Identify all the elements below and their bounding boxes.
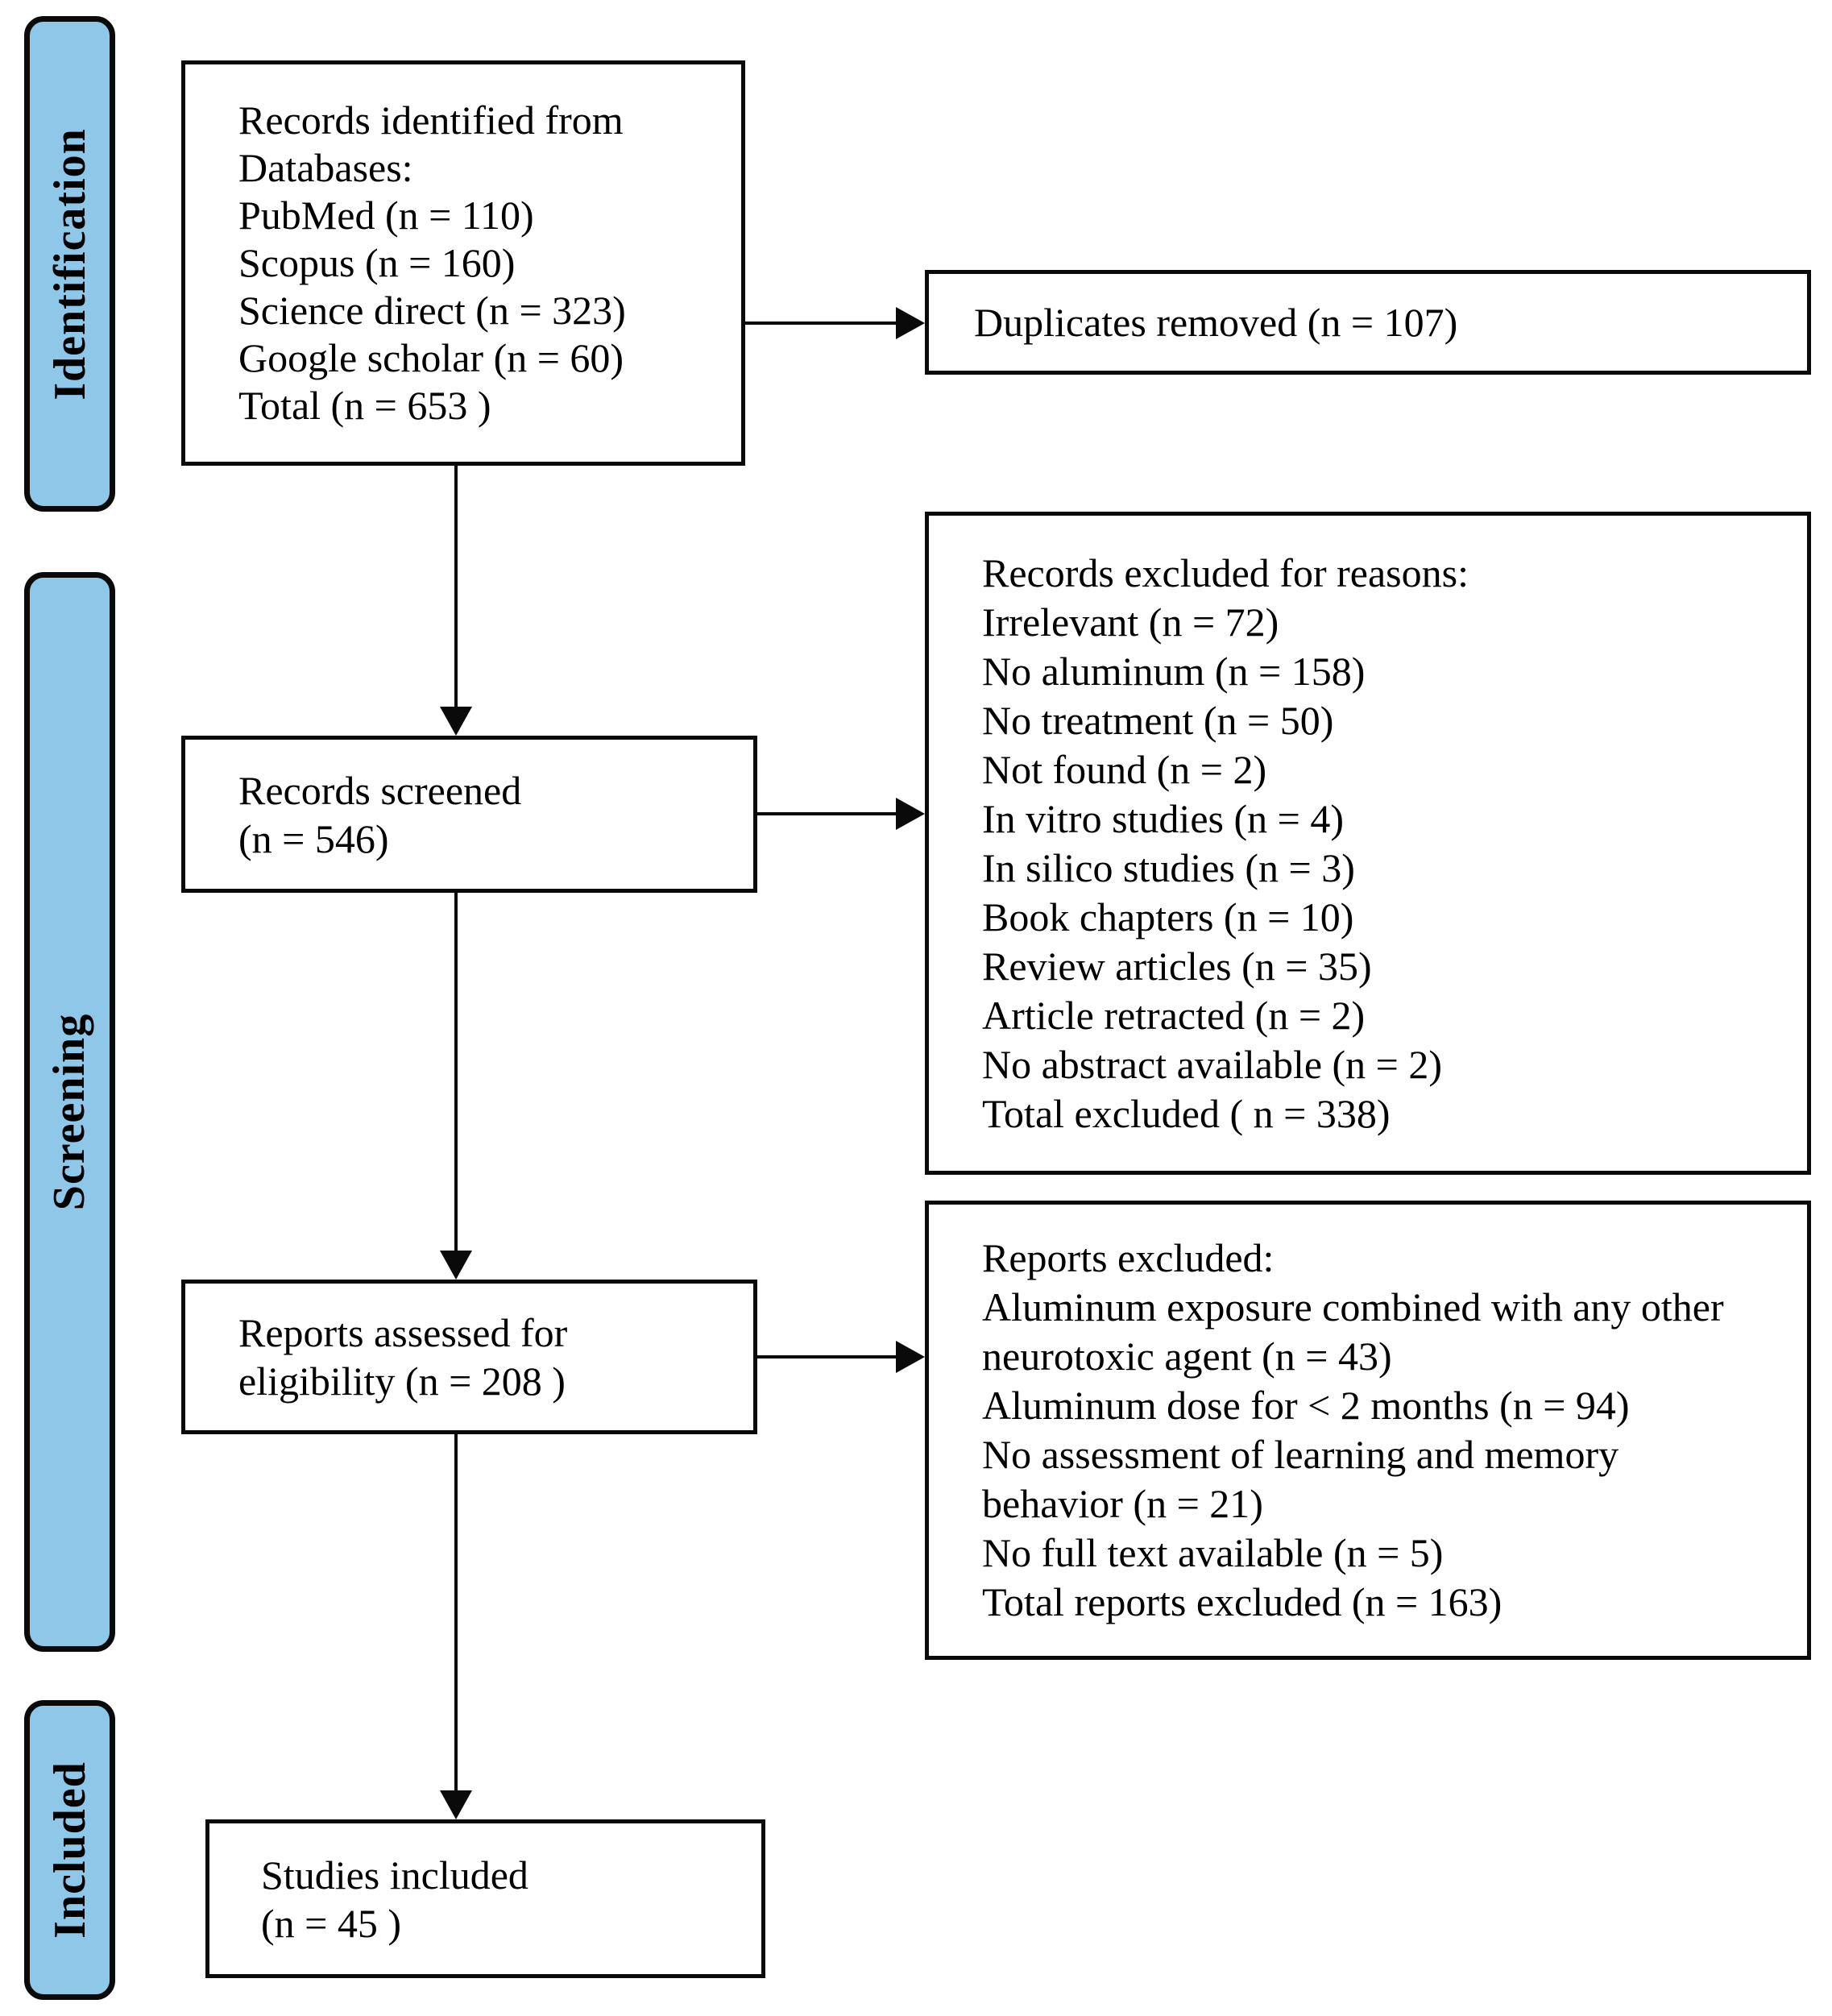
text-line: (n = 45 ) (261, 1900, 401, 1946)
arrowhead-right-icon (896, 1341, 925, 1373)
text-line: Aluminum exposure combined with any othe… (982, 1284, 1724, 1329)
arrowhead-down-icon (440, 707, 472, 736)
stage-bar-included: Included (24, 1700, 115, 2000)
text-line: Total reports excluded (n = 163) (982, 1579, 1502, 1624)
text-line: PubMed (n = 110) (238, 193, 534, 238)
box-records-excluded: Records excluded for reasons: Irrelevant… (925, 512, 1811, 1175)
arrowhead-right-icon (896, 307, 925, 339)
text-line: Reports excluded: (982, 1235, 1275, 1280)
arrow-line-assessed-to-excluded (757, 1355, 897, 1359)
text-line: behavior (n = 21) (982, 1481, 1263, 1526)
box-duplicates-removed: Duplicates removed (n = 107) (925, 270, 1811, 375)
arrowhead-down-icon (440, 1251, 472, 1280)
arrow-line-screened-to-excluded (757, 812, 897, 815)
text-line: Article retracted (n = 2) (982, 992, 1366, 1038)
text-line: Review articles (n = 35) (982, 943, 1372, 989)
text-line: Irrelevant (n = 72) (982, 599, 1279, 645)
text-line: No treatment (n = 50) (982, 697, 1334, 743)
box-reports-assessed: Reports assessed for eligibility (n = 20… (181, 1280, 757, 1434)
text-line: Book chapters (n = 10) (982, 894, 1354, 940)
text-line: No abstract available (n = 2) (982, 1041, 1443, 1087)
text-line: Records identified from (238, 97, 624, 143)
box-reports-excluded: Reports excluded: Aluminum exposure comb… (925, 1201, 1811, 1660)
text-line: eligibility (n = 208 ) (238, 1359, 566, 1404)
text-line: No full text available (n = 5) (982, 1530, 1444, 1575)
text-line: Total excluded ( n = 338) (982, 1090, 1391, 1136)
text-line: No aluminum (n = 158) (982, 648, 1366, 694)
arrow-line-identified-to-duplicates (745, 321, 897, 325)
arrowhead-right-icon (896, 798, 925, 830)
box-studies-included: Studies included (n = 45 ) (205, 1819, 765, 1978)
text-line: Databases: (238, 145, 413, 190)
text-line: Google scholar (n = 60) (238, 335, 624, 380)
text-line: In vitro studies (n = 4) (982, 795, 1344, 841)
text-line: (n = 546) (238, 815, 389, 861)
stage-label-screening: Screening (44, 1013, 95, 1211)
text-line: Reports assessed for (238, 1310, 568, 1355)
text-line: Studies included (261, 1852, 528, 1898)
text-line: No assessment of learning and memory (982, 1432, 1619, 1477)
stage-bar-screening: Screening (24, 572, 115, 1652)
box-records-identified: Records identified from Databases: PubMe… (181, 60, 745, 466)
arrowhead-down-icon (440, 1790, 472, 1819)
text-line: Scopus (n = 160) (238, 240, 516, 285)
text-line: Aluminum dose for < 2 months (n = 94) (982, 1383, 1630, 1428)
arrow-line-assessed-to-included (454, 1434, 458, 1790)
text-line: Not found (n = 2) (982, 746, 1267, 792)
text-line: Records excluded for reasons: (982, 550, 1469, 595)
box-records-screened: Records screened (n = 546) (181, 736, 757, 893)
stage-bar-identification: Identification (24, 16, 115, 512)
text-line: In silico studies (n = 3) (982, 844, 1355, 890)
text-line: Science direct (n = 323) (238, 288, 626, 333)
stage-label-included: Included (44, 1761, 95, 1939)
arrow-line-identified-to-screened (454, 466, 458, 708)
text-line: Duplicates removed (n = 107) (974, 300, 1458, 345)
text-line: neurotoxic agent (n = 43) (982, 1334, 1392, 1379)
arrow-line-screened-to-assessed (454, 893, 458, 1251)
text-line: Records screened (238, 767, 522, 813)
text-line: Total (n = 653 ) (238, 383, 491, 428)
stage-label-identification: Identification (44, 127, 95, 400)
